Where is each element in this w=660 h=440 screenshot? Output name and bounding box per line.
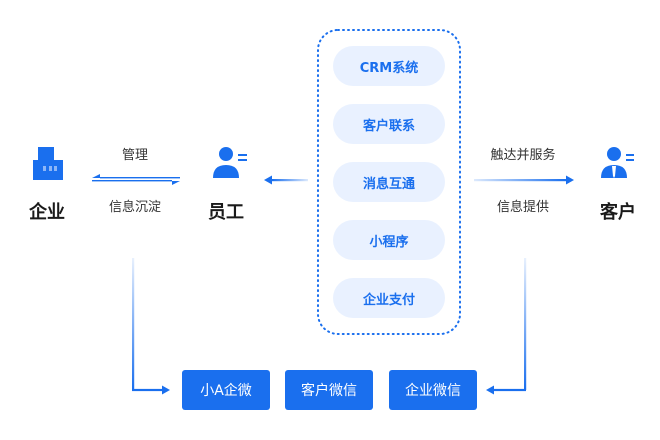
customer-to-channel-arrow — [486, 258, 527, 395]
building-icon — [33, 147, 63, 180]
user-card-icon — [213, 147, 247, 178]
services-frame — [317, 29, 461, 335]
service-customer-contact: 客户联系 — [333, 104, 445, 144]
flow-deposit-label: 信息沉淀 — [108, 200, 161, 215]
service-mini-program: 小程序 — [333, 220, 445, 260]
service-messaging: 消息互通 — [333, 162, 445, 202]
service-crm: CRM系统 — [333, 46, 445, 86]
service-payment: 企业支付 — [333, 278, 445, 318]
services-to-employee-arrow — [264, 175, 308, 185]
services-to-customer-arrow — [474, 175, 574, 185]
flow-provide-label: 信息提供 — [496, 200, 549, 215]
manage-arrow — [92, 174, 180, 185]
channel-xiao-a-wecom: 小A企微 — [182, 370, 270, 410]
node-employee-label: 员工 — [208, 202, 244, 223]
channel-enterprise-wechat: 企业微信 — [389, 370, 477, 410]
business-user-icon — [601, 147, 634, 178]
node-enterprise-label: 企业 — [29, 202, 65, 223]
flow-manage-label: 管理 — [121, 148, 148, 163]
enterprise-to-channel-arrow — [132, 258, 170, 395]
channel-customer-wechat: 客户微信 — [285, 370, 373, 410]
node-customer-label: 客户 — [600, 202, 636, 223]
flow-reach-label: 触达并服务 — [490, 148, 556, 163]
